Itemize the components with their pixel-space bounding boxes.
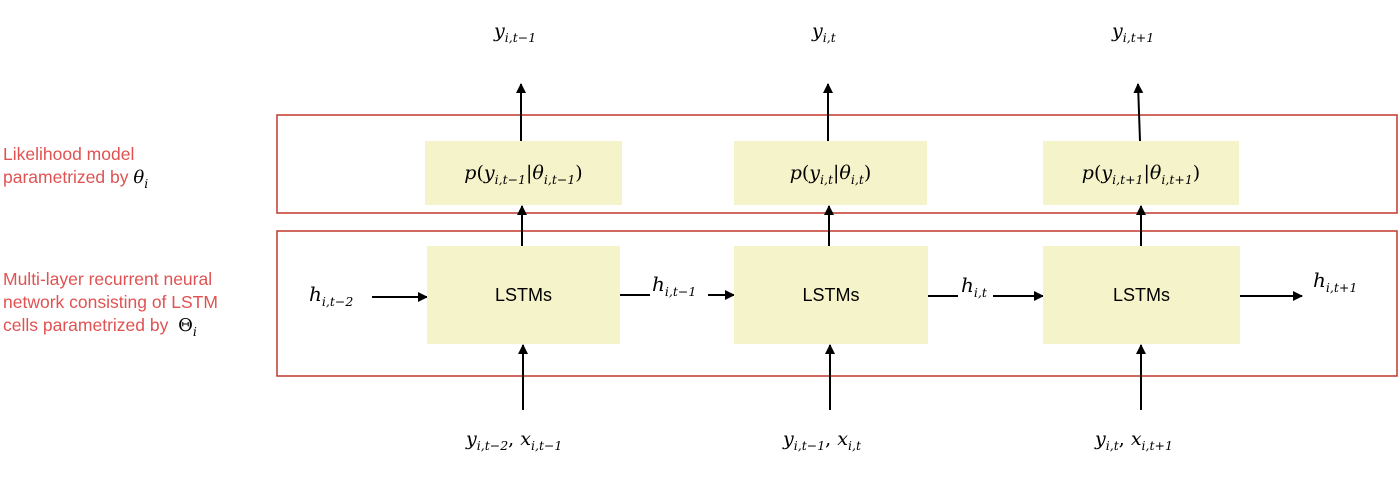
- output-label-1: yi,t−1: [494, 20, 537, 45]
- theta-sub: i: [144, 176, 149, 191]
- rnn-layer-frame: [276, 230, 1398, 377]
- big-theta-i-symbol: Θi: [178, 315, 197, 339]
- likelihood-box-2: p(yi,t|θi,t): [734, 141, 927, 205]
- big-theta-glyph: Θ: [178, 315, 193, 336]
- lstm-box-2: LSTMs: [734, 246, 928, 344]
- hidden-state-label-3: hi,t+1: [1313, 268, 1358, 295]
- likelihood-label-line1: Likelihood model: [3, 144, 135, 164]
- rnn-label: Multi-layer recurrent neural network con…: [3, 268, 218, 339]
- rnn-label-line2: network consisting of LSTM: [3, 292, 218, 312]
- output-label-2: yi,t: [812, 20, 836, 45]
- hidden-state-label-2: hi,t: [961, 273, 987, 300]
- likelihood-label-line2: parametrized by θi: [3, 166, 149, 191]
- output-arrow-3: [1133, 83, 1144, 142]
- input-label-2: yi,t−1, xi,t: [783, 428, 861, 453]
- likelihood-layer-frame: [276, 114, 1398, 214]
- hidden-state-label-0: hi,t−2: [309, 282, 354, 309]
- likelihood-box-3: p(yi,t+1|θi,t+1): [1043, 141, 1239, 205]
- output-label-3: yi,t+1: [1112, 20, 1155, 45]
- likelihood-formula-2: p(yi,t|θi,t): [789, 162, 872, 187]
- likelihood-formula-3: p(yi,t+1|θi,t+1): [1081, 162, 1201, 187]
- theta-glyph: θ: [133, 167, 145, 188]
- likelihood-model-label: Likelihood model parametrized by θi: [3, 143, 149, 191]
- likelihood-label-text: parametrized by: [3, 167, 129, 187]
- lstm-box-3: LSTMs: [1043, 246, 1240, 344]
- rnn-label-line3: cells parametrized by Θi: [3, 314, 218, 339]
- big-theta-sub: i: [192, 324, 197, 339]
- rnn-label-line1: Multi-layer recurrent neural: [3, 269, 213, 289]
- likelihood-box-1: p(yi,t−1|θi,t−1): [425, 141, 622, 205]
- likelihood-formula-1: p(yi,t−1|θi,t−1): [464, 162, 583, 187]
- input-label-3: yi,t, xi,t+1: [1095, 428, 1173, 453]
- hidden-state-label-1: hi,t−1: [652, 272, 697, 299]
- theta-i-symbol: θi: [133, 167, 149, 191]
- lstm-box-1: LSTMs: [427, 246, 620, 344]
- rnn-label-text: cells parametrized by: [3, 315, 169, 335]
- input-label-1: yi,t−2, xi,t−1: [466, 428, 563, 453]
